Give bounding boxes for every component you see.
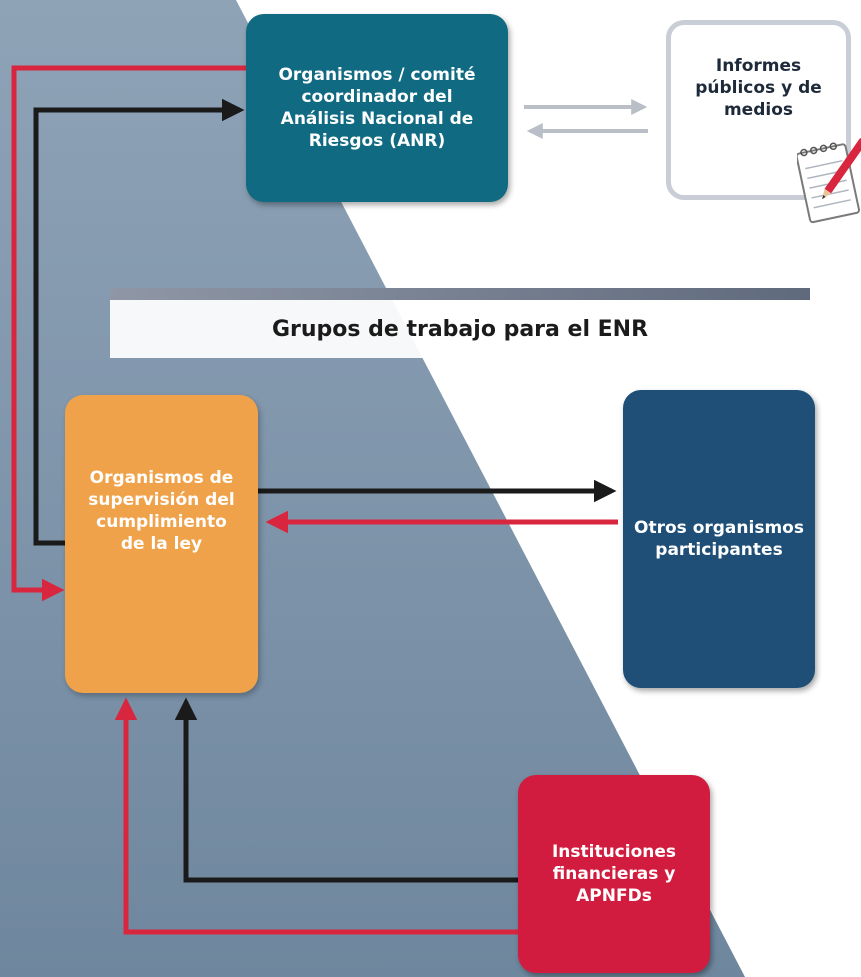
node-otros-label: Otros organismos participantes bbox=[634, 517, 804, 560]
working-groups-banner: Grupos de trabajo para el ENR bbox=[110, 288, 810, 358]
notepad-pencil-icon bbox=[797, 138, 861, 224]
node-instituciones-label: Instituciones financieras y APNFDs bbox=[551, 841, 677, 907]
node-supervision-label: Organismos de supervisión del cumplimien… bbox=[88, 468, 235, 555]
node-supervision-bodies: Organismos de supervisión del cumplimien… bbox=[65, 395, 258, 693]
banner-label: Grupos de trabajo para el ENR bbox=[110, 300, 810, 358]
red-arrow-instituciones-to-supervision bbox=[114, 697, 518, 935]
black-arrow-instituciones-to-supervision bbox=[174, 697, 518, 883]
node-public-reports: Informes públicos y de medios bbox=[666, 20, 851, 200]
banner-top-bar bbox=[110, 288, 810, 300]
node-anr-label: Organismos / comité coordinador del Anál… bbox=[278, 64, 476, 152]
node-informes-label: Informes públicos y de medios bbox=[695, 56, 822, 121]
node-other-bodies: Otros organismos participantes bbox=[623, 390, 815, 688]
black-arrow-supervision-to-anr bbox=[33, 98, 245, 546]
red-arrow-anr-to-supervision bbox=[11, 65, 246, 602]
node-anr-committee: Organismos / comité coordinador del Anál… bbox=[246, 14, 508, 202]
node-financial-institutions: Instituciones financieras y APNFDs bbox=[518, 775, 710, 973]
